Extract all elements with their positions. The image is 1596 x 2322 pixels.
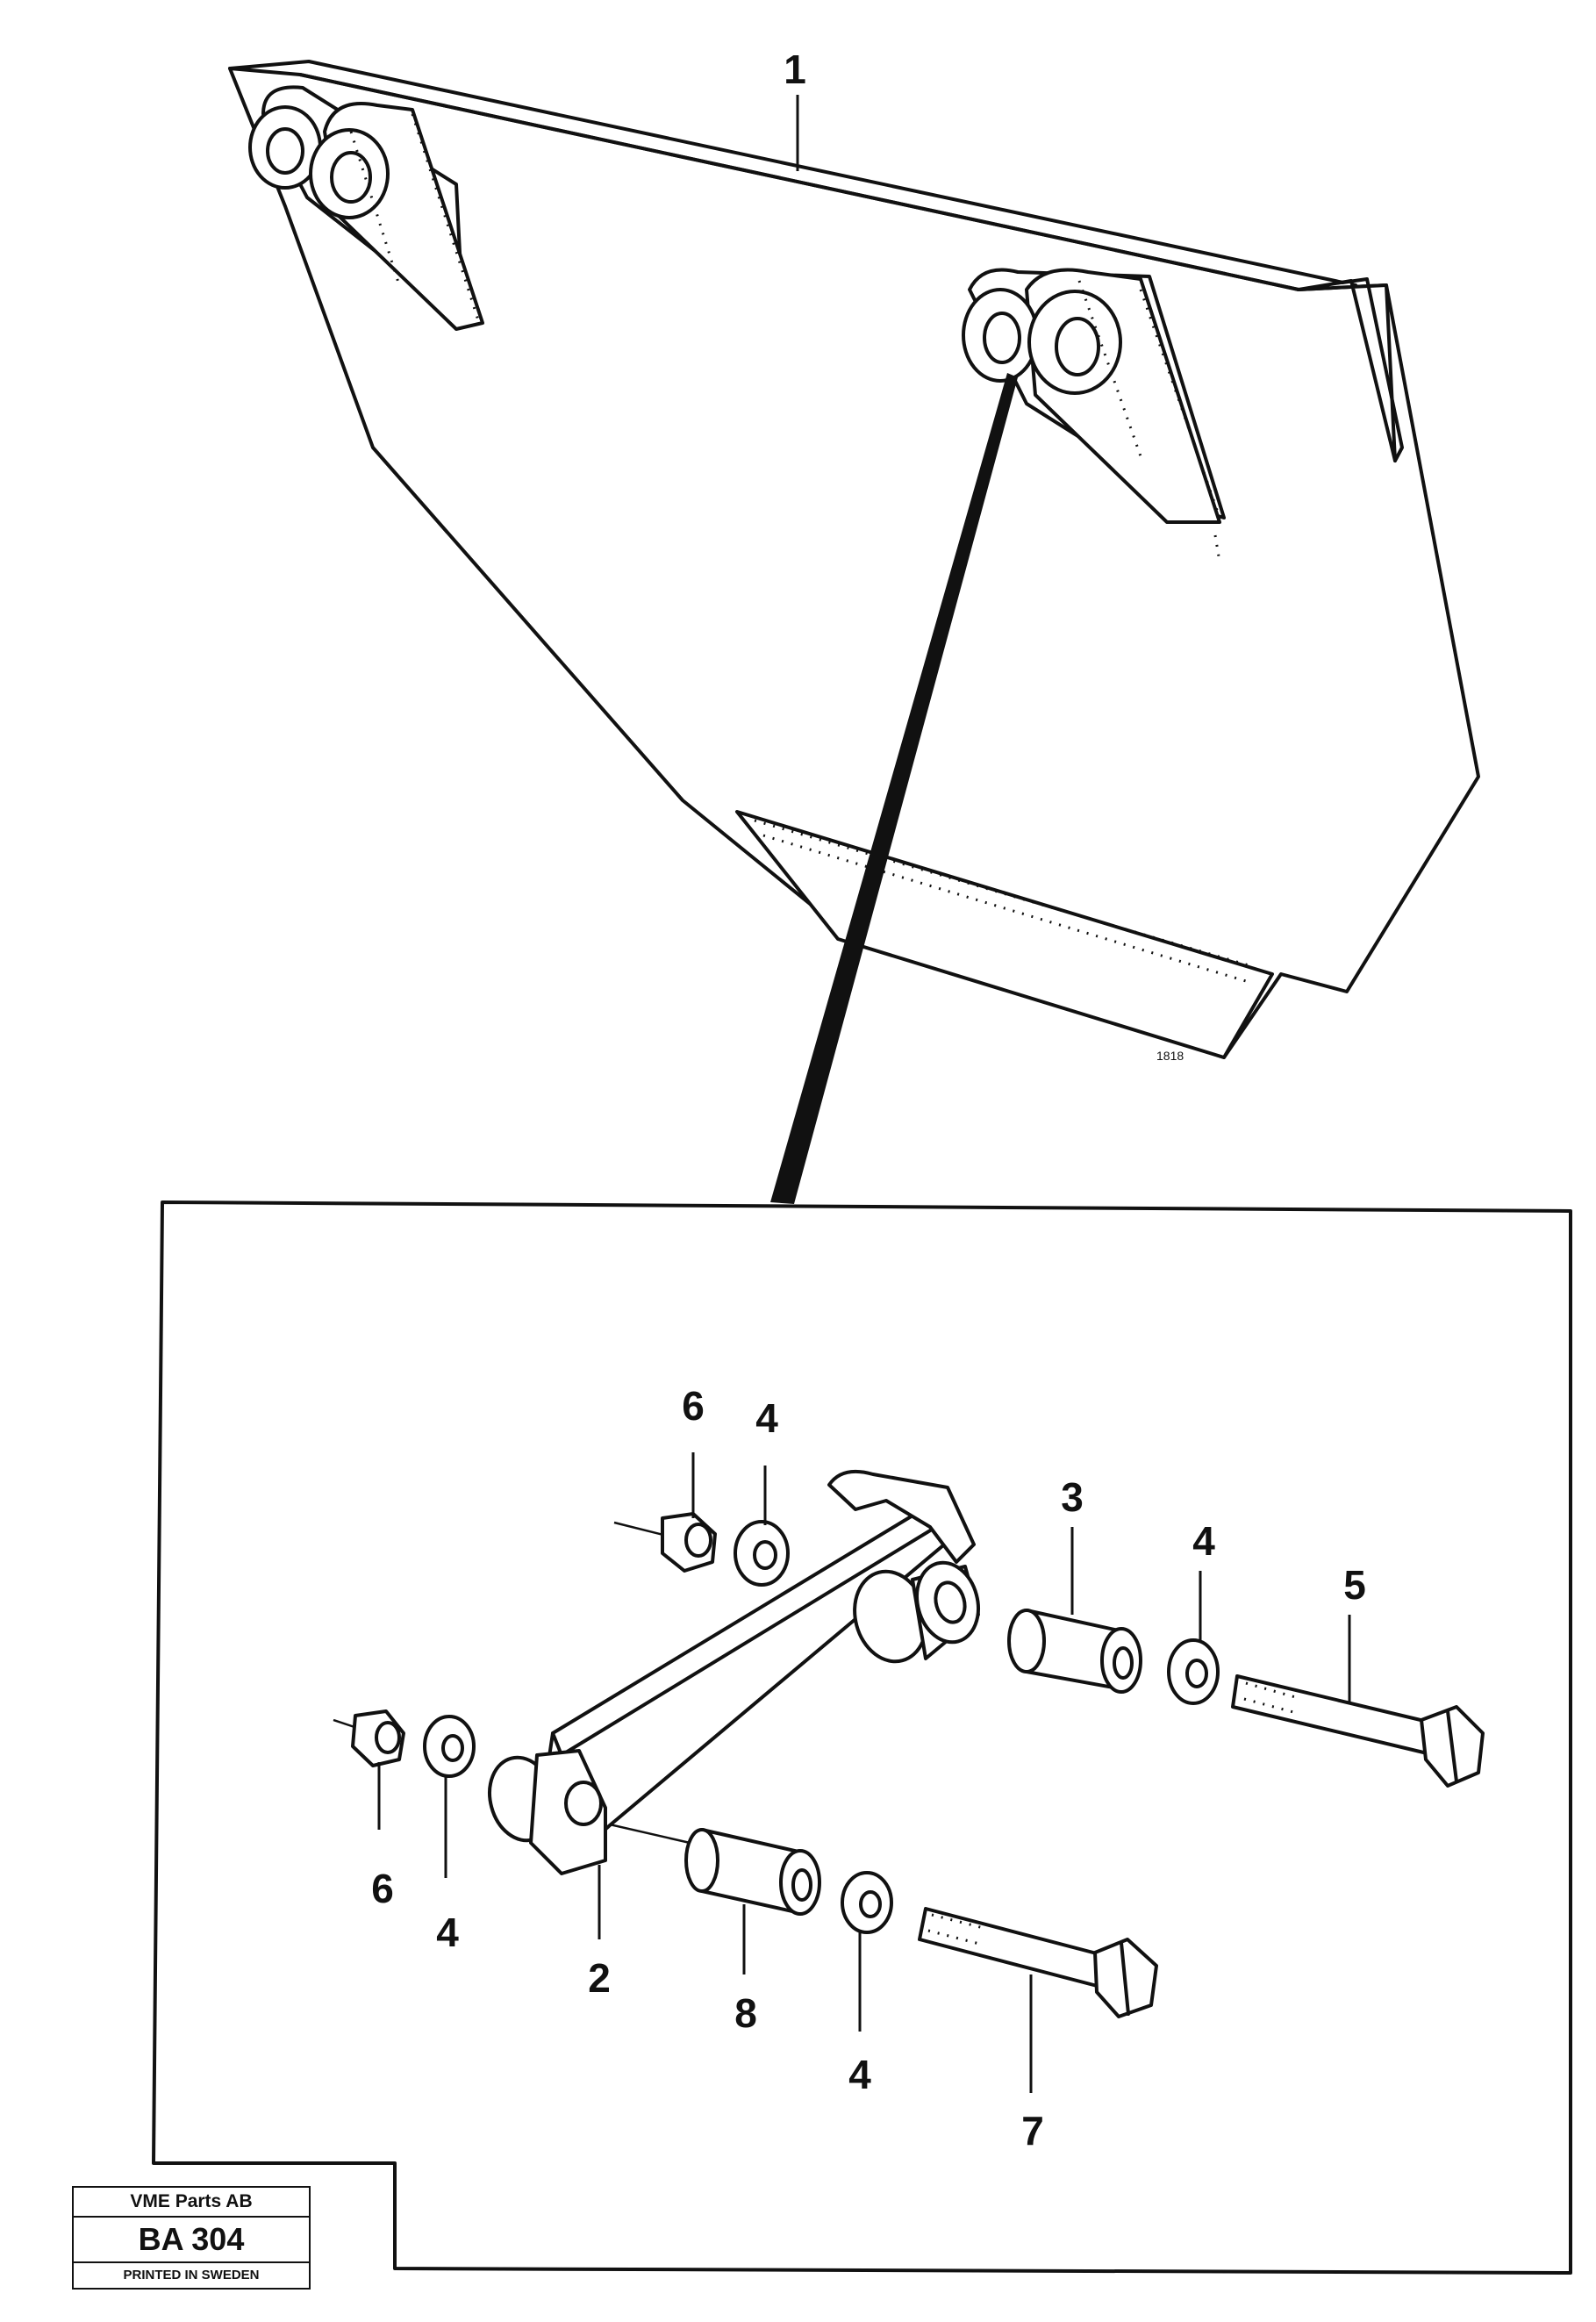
callout-4-right: 4 (1192, 1518, 1215, 1564)
callout-8: 8 (734, 1990, 757, 2036)
title-block: VME Parts AB BA 304 PRINTED IN SWEDEN (72, 2186, 311, 2290)
callout-3: 3 (1061, 1474, 1084, 1520)
washer-top-left (734, 1520, 790, 1587)
callout-4-left: 4 (436, 1910, 459, 1955)
nut-top (661, 1512, 717, 1573)
bolt-7 (918, 1907, 1158, 2018)
callout-2: 2 (588, 1955, 611, 2001)
washer-bottom-right (841, 1871, 893, 1934)
blade-assembly (228, 60, 1480, 1059)
print-note: PRINTED IN SWEDEN (123, 2268, 260, 2283)
callout-4-bottom: 4 (848, 2052, 871, 2097)
detail-frame (152, 1200, 1572, 2275)
callout-6-bottom: 6 (371, 1866, 394, 1911)
detail-pointer (770, 373, 1018, 1204)
washer-top-right (1167, 1638, 1220, 1705)
callout-4-top: 4 (755, 1395, 778, 1441)
nut-bottom (351, 1709, 405, 1767)
drawing-mark: 1818 (1156, 1049, 1184, 1063)
callout-6-top: 6 (682, 1383, 705, 1429)
arm-tab (827, 1470, 976, 1564)
washer-bottom-left (423, 1715, 476, 1778)
callout-7: 7 (1021, 2108, 1044, 2154)
callout-1: 1 (784, 47, 806, 92)
right-lug-pair (962, 268, 1226, 524)
bracket-assembly (333, 1452, 1485, 2093)
bolt-5 (1231, 1674, 1485, 1788)
company-name: VME Parts AB (74, 2188, 309, 2218)
left-lug-pair (248, 85, 484, 331)
callout-5: 5 (1343, 1562, 1366, 1608)
drawing-code: BA 304 (74, 2218, 309, 2263)
